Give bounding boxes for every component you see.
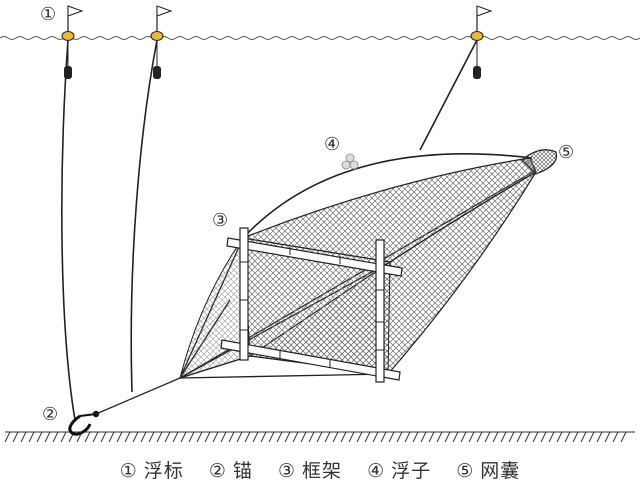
buoy-float-right — [470, 5, 493, 79]
callout-float: ① — [40, 4, 56, 25]
buoy-floats — [341, 153, 359, 170]
buoy-float-middle — [150, 5, 173, 79]
buoy-lines — [61, 39, 478, 421]
water-surface — [0, 36, 640, 40]
sea-floor — [4, 431, 635, 443]
callout-buoy: ④ — [324, 134, 340, 155]
callout-cod-end: ⑤ — [558, 142, 574, 163]
callout-anchor: ② — [42, 404, 58, 425]
headrope — [242, 153, 533, 239]
callout-frame: ③ — [212, 210, 228, 231]
bamboo-frame — [220, 227, 403, 383]
buoy-float-left — [61, 5, 84, 79]
cod-end — [521, 149, 558, 175]
